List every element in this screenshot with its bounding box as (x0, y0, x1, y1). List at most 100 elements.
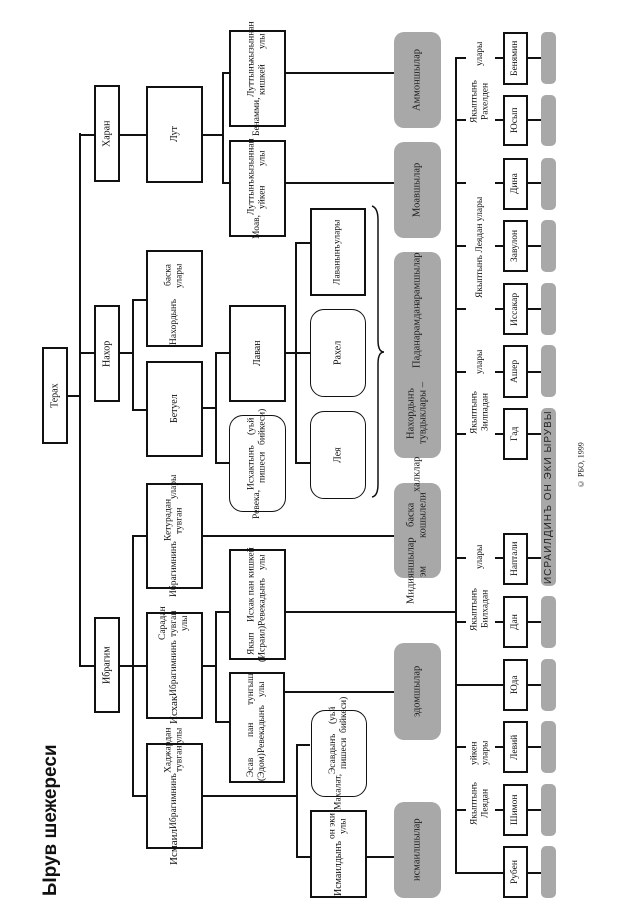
people-ismail: исмаилшылар (394, 802, 441, 898)
tribe-segment (541, 95, 556, 146)
line: Бенамми, (252, 97, 263, 136)
line: Якып (Исраил) (246, 625, 268, 662)
line: улары (475, 42, 486, 67)
line: Исхак пан Ревекадынъ (246, 577, 268, 626)
line: пан Ревекадынъ (246, 705, 267, 754)
line: улары (169, 474, 180, 500)
tribe-segment (541, 220, 556, 272)
line: улары (475, 350, 486, 375)
tribe-segment (541, 784, 556, 836)
people-edom: эдомшылар (394, 643, 441, 740)
copyright: © РБО, 1999 (576, 442, 586, 488)
people-moab: Моавшылар (394, 142, 441, 238)
line: Махалат, (333, 773, 344, 810)
line: улары (332, 219, 343, 244)
line: уйкен улары (469, 740, 491, 766)
line: Сарадан тувган улы (158, 606, 190, 641)
node-betuel: Бетуел (146, 361, 203, 457)
node-nahor: Нахор (94, 305, 120, 402)
group-label-zilpa: Якыптынъ Зилпадан улары (466, 350, 495, 450)
son-asher: Ашер (503, 345, 528, 398)
son-yusyp: Юсып (503, 95, 528, 146)
line: баска кошылели (405, 491, 429, 538)
line: Моав, (252, 214, 263, 239)
group-label-leya: Якыптынъ Леядан улары (466, 190, 495, 304)
line: Эсав (Эдом) (246, 753, 267, 782)
tribe-segment (541, 596, 556, 648)
line: улары (475, 545, 486, 570)
son-ruben: Рубен (503, 846, 528, 898)
node-leya: Лея (310, 411, 366, 499)
line: Якыптынъ Рахелден (469, 79, 491, 123)
line: Ибрагимнинъ (169, 541, 180, 598)
node-lavan: Лаван (229, 305, 286, 402)
line: Паданарамдан (411, 303, 423, 369)
line: Исмаил (168, 828, 181, 865)
node-lut: Лут (146, 86, 203, 183)
tribe-segment (541, 846, 556, 898)
line: Якыптынъ Билхадан (469, 587, 491, 631)
tribe-segment (541, 345, 556, 397)
line: арамшылар (411, 252, 423, 304)
son-ticks (456, 57, 541, 874)
son-zavulon: Завулон (503, 220, 528, 272)
line: Исмаилдынъ (332, 840, 344, 896)
node-nahor-other-sons: Нахордынъ баска улары (146, 250, 203, 347)
son-dan: Дан (503, 596, 528, 648)
line: Нахордынъ тувдыклары – (405, 382, 429, 445)
tribes-label: ИСРАИЛДИНЪ ОН ЭКИ ЫРУВЫ (541, 408, 556, 586)
node-ibragim: Ибрагим (94, 617, 120, 713)
line: Нахордынъ (169, 298, 180, 345)
group-label-leya-elder: Якыптынъ Леядан уйкен улары (466, 733, 495, 833)
line: халклар (411, 456, 423, 492)
son-naptali: Наптали (503, 533, 528, 585)
line: Мидияншылар эм (405, 537, 429, 605)
line: кишкей улы (246, 547, 268, 578)
son-shimon: Шимон (503, 784, 528, 836)
line: Ревека, (252, 489, 263, 519)
son-yuda: Юда (503, 659, 528, 711)
line: Ибрагимнинъ (169, 772, 180, 829)
son-issakar: Иссакар (503, 283, 528, 335)
line: Ибрагимнинъ (169, 640, 180, 697)
tribe-segment (541, 32, 556, 84)
line: Кетурадан тувган (163, 499, 185, 542)
node-haran: Харан (94, 85, 120, 182)
line: Исхактынъ пишеси (246, 444, 268, 490)
line: Якыптынъ Леядан (469, 781, 491, 825)
tribe-segment (541, 283, 556, 335)
line: Хаджардан тувган улы (163, 727, 185, 773)
tribe-segment (541, 659, 556, 711)
node-reveka: Ревека,Исхактынъ пишеси(уьй бийкеси) (229, 408, 286, 519)
line: он эки улы (327, 813, 349, 840)
tribe-segment (541, 158, 556, 210)
line: тунгыш улы (246, 673, 267, 706)
line: (уьй бийкеси) (328, 697, 349, 734)
son-dina: Дина (503, 158, 528, 210)
node-mahalat: Махалат,Эсавдынъ пишеси(уьй бийкеси) (311, 697, 367, 810)
line: Якыптынъ Зилпадан (469, 390, 491, 434)
line: баска улары (163, 263, 185, 288)
line: кызыннан улы (246, 138, 268, 179)
line: Луттынъ уйкен (246, 178, 268, 215)
tribe-segment (541, 721, 556, 773)
line: Якыптынъ Леядан улары (475, 196, 486, 298)
son-benyamin: Бенямин (503, 32, 528, 85)
line: Лаванынъ (332, 243, 343, 285)
page-title: Ырув шежереси (40, 744, 62, 896)
line: кызыннан улы (246, 21, 268, 62)
group-label-bilha: Якыптынъ Билхадан улары (466, 545, 495, 649)
line: Эсавдынъ пишеси (328, 733, 349, 774)
